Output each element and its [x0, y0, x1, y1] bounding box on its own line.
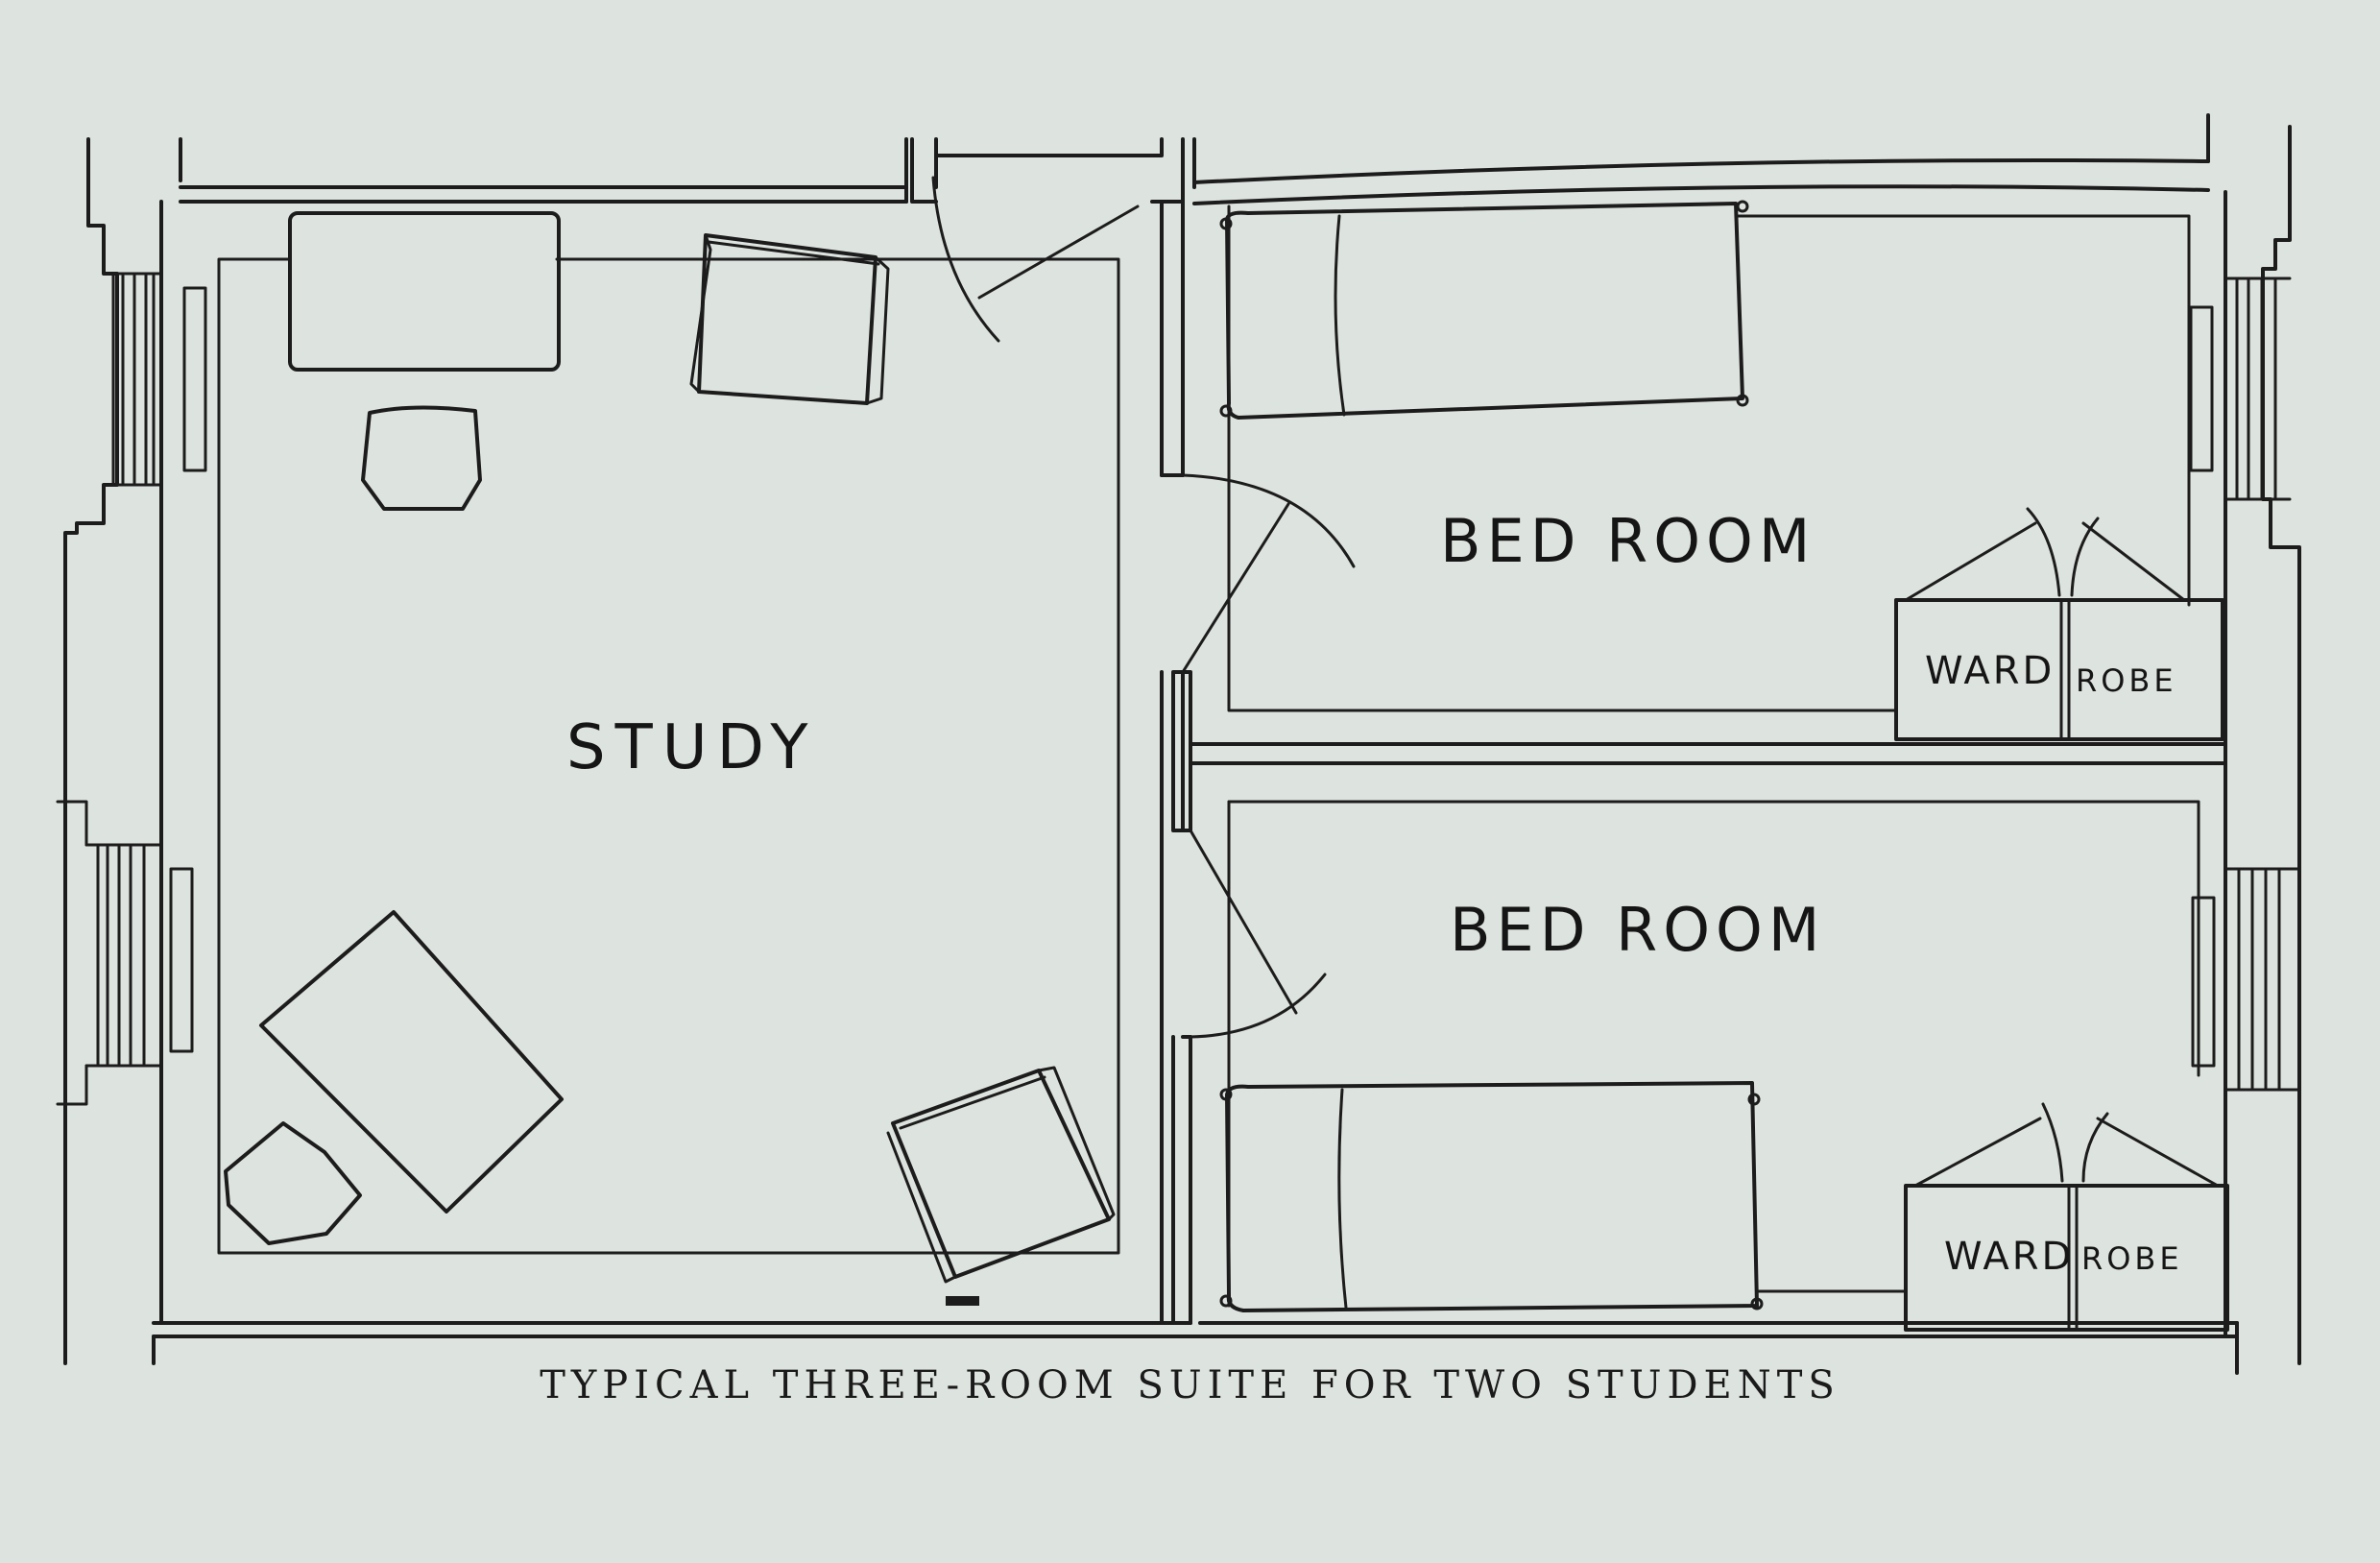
wardrobe-upper-left-label: WARD [1925, 649, 2055, 693]
lower-wardrobe [1904, 1102, 2229, 1332]
study-rug-outline [217, 257, 1120, 1255]
figure-caption: TYPICAL THREE-ROOM SUITE FOR TWO STUDENT… [540, 1363, 1840, 1407]
upper-bedroom-door [1181, 473, 1356, 674]
study-table-angled [259, 910, 564, 1214]
bedroom-upper-window [2189, 277, 2292, 501]
hall-door [931, 176, 1140, 343]
study-label: STUDY [566, 712, 817, 783]
study-window-lower [56, 800, 194, 1106]
radiator-mark [946, 1296, 979, 1306]
wardrobe-upper-right-label: ROBE [2076, 662, 2177, 699]
study-chair-lower [224, 1121, 362, 1245]
bedroom-upper-label: BED ROOM [1440, 506, 1815, 576]
study-armchair-upper [689, 233, 890, 405]
lower-bed [1219, 1081, 1764, 1312]
study-armchair-lower [886, 1066, 1116, 1284]
study-desk [288, 211, 561, 372]
upper-wardrobe [1894, 507, 2224, 741]
wardrobe-lower-left-label: WARD [1944, 1235, 2074, 1279]
bedroom-lower-window [2191, 867, 2301, 1092]
upper-bed [1219, 200, 1749, 420]
bedroom-lower-label: BED ROOM [1450, 895, 1825, 965]
lower-bedroom-door [1189, 829, 1327, 1039]
interior-walls [1160, 200, 2227, 1325]
study-window-upper [102, 272, 207, 487]
study-chair-upper [361, 405, 482, 511]
wardrobe-lower-right-label: ROBE [2081, 1240, 2183, 1277]
